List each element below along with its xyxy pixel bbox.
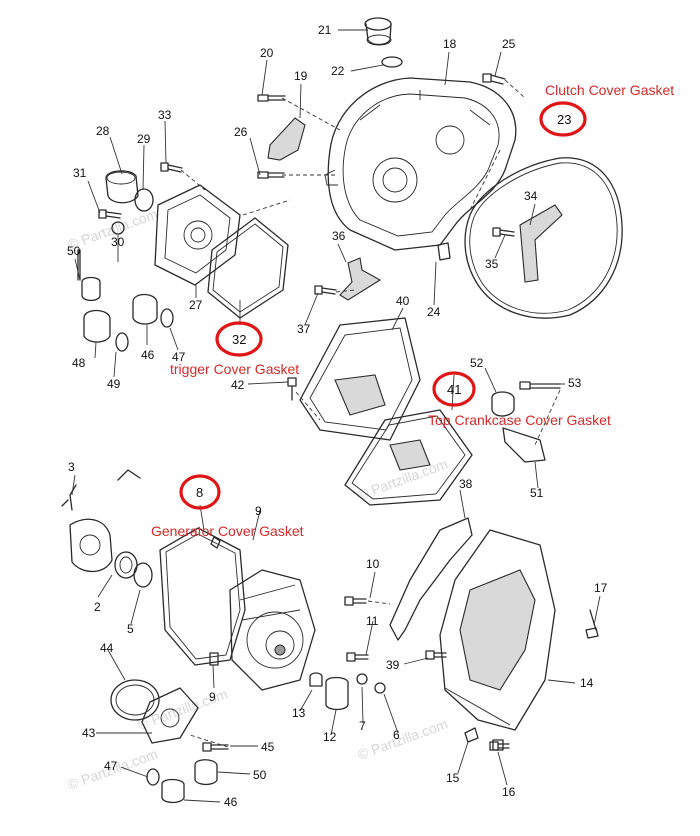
breather-parts [491, 391, 546, 463]
part-label-22: 22 [331, 64, 345, 78]
circle-23 [539, 101, 587, 137]
part-label-21: 21 [318, 23, 332, 37]
part-label-26: 26 [234, 125, 248, 139]
part-label-44: 44 [100, 641, 114, 655]
part-label-48: 48 [72, 356, 86, 370]
part-label-12: 12 [323, 730, 337, 744]
generator-small-parts [110, 672, 386, 804]
part-label-13: 13 [292, 706, 306, 720]
clutch-cover-gasket [464, 157, 623, 319]
part-label-36: 36 [332, 229, 346, 243]
part-label-45: 45 [261, 740, 275, 754]
circled-part-32: 32 [232, 332, 246, 347]
part-label-40: 40 [396, 294, 410, 308]
circle-32 [215, 321, 263, 357]
part-label-46b: 46 [224, 795, 238, 809]
part-label-20: 20 [260, 46, 274, 60]
part-label-35: 35 [485, 257, 499, 271]
part-label-46a: 46 [141, 348, 155, 362]
part-label-7: 7 [359, 719, 366, 733]
part-label-10: 10 [366, 557, 380, 571]
part-label-5: 5 [127, 622, 134, 636]
annotation-trigger-cover-gasket: trigger Cover Gasket [170, 361, 299, 377]
annotation-top-crankcase-cover-gasket: Top Crankcase Cover Gasket [428, 412, 611, 428]
part-label-28: 28 [96, 124, 110, 138]
part-label-30: 30 [111, 235, 125, 249]
part-label-49: 49 [107, 377, 121, 391]
leader-lines [71, 29, 601, 803]
side-cover-38 [389, 517, 473, 641]
part-label-9a: 9 [255, 504, 262, 518]
part-number-labels: 21 22 18 25 20 19 33 28 29 26 31 34 50 3… [67, 23, 608, 809]
part-label-34: 34 [524, 189, 538, 203]
part-label-14: 14 [580, 676, 594, 690]
part-label-42: 42 [231, 378, 245, 392]
part-label-11: 11 [366, 614, 379, 628]
part-label-2: 2 [94, 600, 101, 614]
circle-8 [179, 474, 221, 510]
annotation-generator-cover-gasket: Generator Cover Gasket [151, 523, 304, 539]
part-label-51: 51 [530, 486, 544, 500]
part-label-24: 24 [427, 305, 441, 319]
brackets [267, 117, 382, 301]
part-label-29: 29 [137, 132, 151, 146]
top-crankcase-gasket [344, 409, 473, 506]
circled-part-23: 23 [557, 112, 571, 127]
part-label-18: 18 [443, 37, 457, 51]
watermark-5: © Partzilla.com [356, 716, 450, 763]
part-label-50b: 50 [253, 768, 267, 782]
part-label-16: 16 [502, 785, 516, 799]
trigger-cover [154, 184, 241, 286]
part-label-19: 19 [294, 69, 308, 83]
trigger-cover-gasket [207, 217, 289, 319]
generator-cover [229, 569, 316, 691]
fasteners-15-16 [464, 727, 504, 751]
part-label-37: 37 [297, 322, 311, 336]
part-label-17: 17 [594, 581, 608, 595]
dowel-24 [437, 242, 451, 261]
part-label-6: 6 [393, 728, 400, 742]
part-label-3: 3 [68, 460, 75, 474]
part-label-31: 31 [73, 166, 87, 180]
part-label-47a: 47 [172, 350, 186, 364]
bolts [98, 73, 599, 752]
clutch-plate-34 [519, 204, 563, 283]
oil-filler-cap [364, 17, 403, 68]
annotation-clutch-cover-gasket: Clutch Cover Gasket [545, 82, 674, 98]
generator-parts [61, 469, 153, 588]
circled-part-41: 41 [447, 382, 461, 397]
part-label-39: 39 [386, 658, 400, 672]
part-label-52: 52 [470, 356, 484, 370]
part-label-53: 53 [568, 376, 582, 390]
part-label-47b: 47 [104, 759, 118, 773]
part-label-33: 33 [158, 108, 172, 122]
part-label-25: 25 [502, 37, 516, 51]
part-label-50a: 50 [67, 244, 81, 258]
top-crankcase-cover [299, 317, 421, 441]
part-label-27: 27 [189, 298, 203, 312]
part-label-43: 43 [82, 726, 96, 740]
alignment-dashes [180, 79, 561, 748]
part-label-15: 15 [446, 771, 460, 785]
clutch-cover [324, 77, 517, 251]
highlight-circles [179, 101, 587, 510]
trigger-area-parts [77, 170, 174, 352]
part-label-9b: 9 [209, 690, 216, 704]
part-label-38: 38 [459, 477, 473, 491]
circled-part-8: 8 [196, 485, 203, 500]
circle-41 [432, 371, 476, 407]
side-cover-14 [439, 529, 556, 731]
watermarks: © Partzilla.com © Partzilla.com © Partzi… [66, 206, 450, 793]
generator-cover-gasket [159, 527, 246, 666]
